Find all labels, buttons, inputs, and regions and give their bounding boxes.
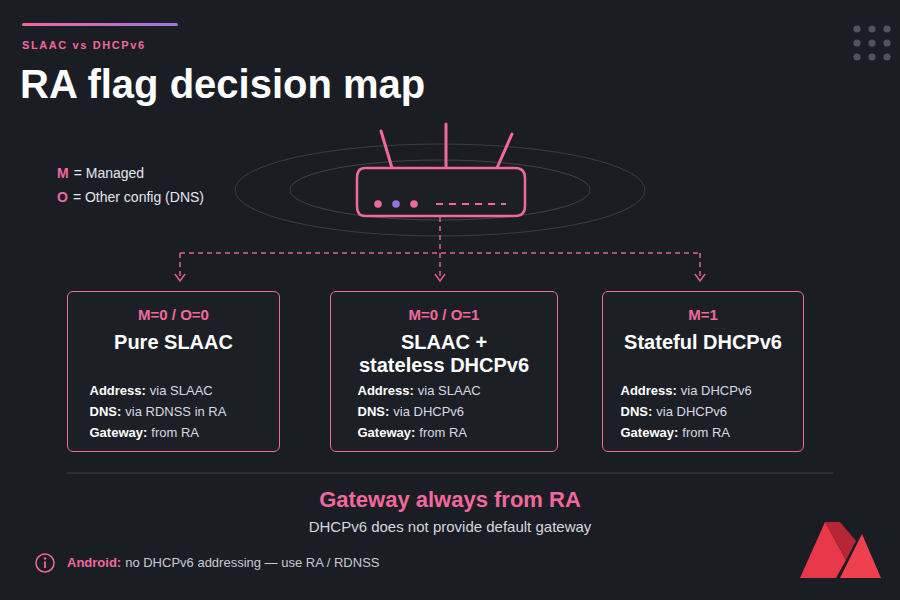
field-key: Gateway:: [358, 425, 416, 440]
flag-setting: M=1: [603, 306, 803, 324]
field-value: from RA: [419, 425, 467, 440]
signal-ring: [235, 144, 645, 236]
flag-meaning: = Other config (DNS): [73, 188, 204, 206]
dashed-line: [179, 253, 181, 280]
summary-note: DHCPv6 does not provide default gateway: [0, 518, 900, 536]
note-key: Android:: [67, 555, 121, 571]
flag-key: O: [57, 188, 68, 206]
field-key: DNS:: [90, 404, 122, 419]
option-box: M=1Stateful DHCPv6Address:via DHCPv6DNS:…: [602, 291, 804, 452]
router-led: [374, 200, 382, 208]
arrow-head: [435, 274, 445, 281]
option-box: M=0 / O=0Pure SLAAC Address: via SLAAC DNS:…: [67, 291, 280, 452]
field-value: from RA: [682, 425, 730, 440]
router-led: [392, 200, 400, 208]
dashed-line: [439, 217, 441, 280]
field-key: Address:: [621, 383, 677, 398]
logo-peak: [840, 534, 881, 578]
logo-bridge: [825, 522, 856, 560]
router-antenna: [381, 131, 392, 168]
field-value: via DHCPv6: [656, 404, 727, 419]
kicker-label: SLAAC vs DHCPv6: [22, 38, 146, 52]
router-antenna: [497, 134, 512, 168]
router-body: [357, 168, 525, 216]
field-value: from RA: [151, 425, 199, 440]
option-box: M=0 / O=1SLAAC + stateless DHCPv6Address…: [330, 291, 558, 452]
info-dot: [44, 557, 46, 559]
field-key: Gateway:: [621, 425, 679, 440]
field-value: via DHCPv6: [393, 404, 464, 419]
field-value: via RDNSS in RA: [125, 404, 226, 419]
dashed-line: [180, 252, 700, 254]
accent-bar: [22, 23, 178, 26]
router-vent: [436, 203, 506, 205]
arrow-head: [695, 274, 705, 281]
menu-dot: [883, 39, 890, 46]
field-value: via DHCPv6: [681, 383, 752, 398]
diagram-title: RA flag decision map: [20, 61, 425, 107]
field-key: Gateway:: [90, 425, 148, 440]
menu-dot: [868, 39, 875, 46]
router-led: [410, 200, 418, 208]
router-illustration: [357, 124, 525, 216]
brand-logo: [800, 522, 881, 578]
info-circle: [36, 554, 54, 572]
field-value: via SLAAC: [150, 383, 213, 398]
info-stem: [44, 562, 46, 569]
field-key: Address:: [358, 383, 414, 398]
menu-dot: [868, 25, 875, 32]
mode-name: SLAAC + stateless DHCPv6: [357, 331, 531, 377]
mode-name: Pure SLAAC: [87, 331, 261, 354]
menu-dot: [853, 25, 860, 32]
menu-dots: [853, 25, 890, 60]
field-value: via SLAAC: [418, 383, 481, 398]
flag-setting: M=0 / O=1: [331, 306, 557, 324]
menu-dot: [853, 39, 860, 46]
mode-name: Stateful DHCPv6: [616, 331, 790, 354]
flag-key: M: [57, 164, 69, 182]
menu-dot: [883, 53, 890, 60]
dashed-line: [699, 253, 701, 280]
info-icon: [36, 554, 54, 572]
menu-dot: [883, 25, 890, 32]
menu-dot: [868, 53, 875, 60]
menu-dot: [853, 53, 860, 60]
field-key: DNS:: [621, 404, 653, 419]
field-key: Address:: [90, 383, 146, 398]
distribution-lines: [175, 217, 705, 281]
field-key: DNS:: [358, 404, 390, 419]
note-text: no DHCPv6 addressing — use RA / RDNSS: [125, 555, 379, 571]
arrow-head: [175, 274, 185, 281]
signal-ring: [290, 160, 590, 220]
flag-meaning: = Managed: [74, 164, 144, 182]
summary-heading: Gateway always from RA: [0, 487, 900, 513]
router-antenna: [445, 124, 448, 166]
divider-line: [67, 473, 833, 474]
flag-setting: M=0 / O=0: [68, 306, 279, 324]
